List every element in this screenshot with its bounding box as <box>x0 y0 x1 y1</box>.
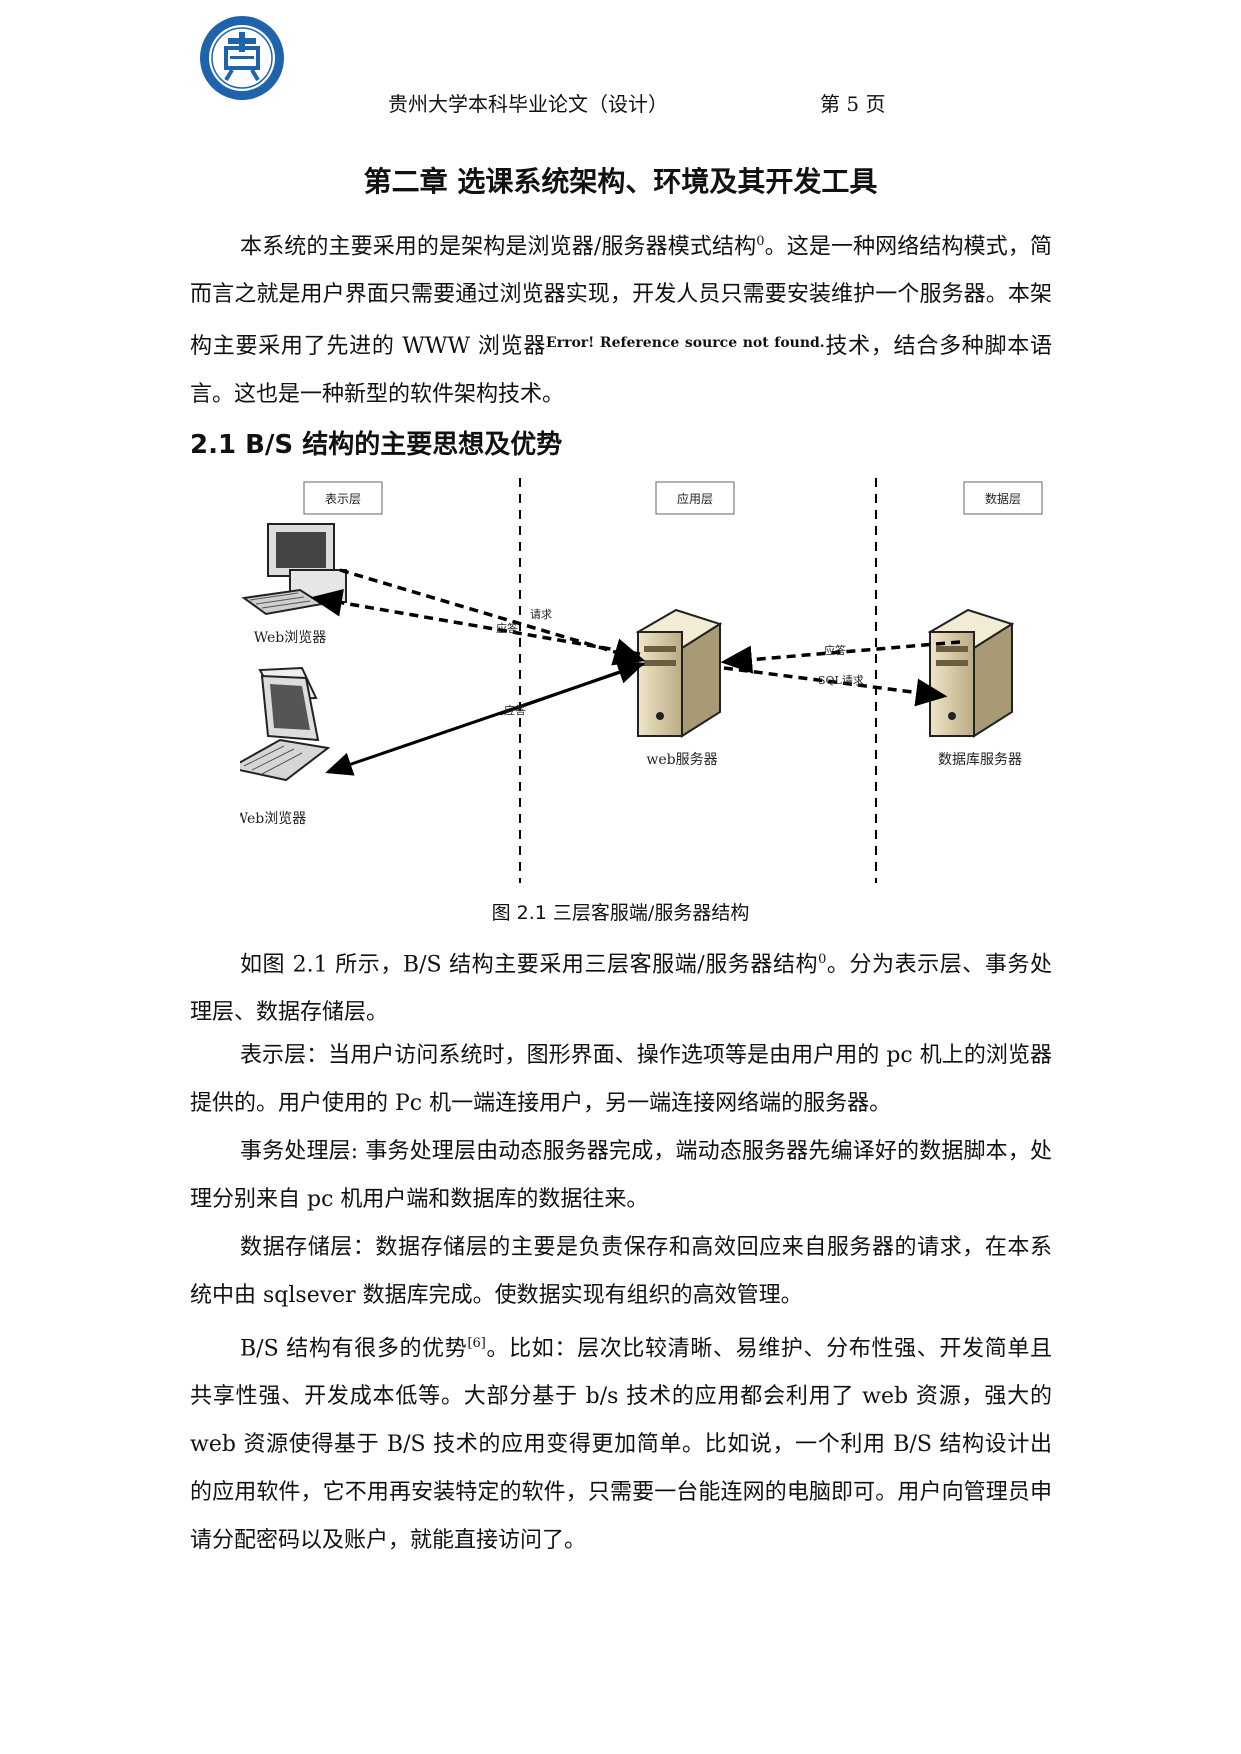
sql-request-arrow <box>723 666 948 707</box>
request-arrow <box>339 568 646 666</box>
section-title: 2.1 B/S 结构的主要思想及优势 <box>190 430 563 460</box>
p2-text-b: 。分为表示层、事务处理层、数据存储层。 <box>190 952 1052 1026</box>
intro-text-b: 。这是一种网络结构模式，简而言之就是用户界面只需要通过浏览器实现，开发人员只需要… <box>190 234 1052 360</box>
p2-ref: 0 <box>818 952 827 967</box>
response-label-1: 应答 <box>496 621 518 635</box>
university-seal-icon <box>200 16 284 100</box>
web-server-label: web服务器 <box>646 752 717 768</box>
p6-text-a: B/S 结构有很多的优势 <box>240 1336 468 1362</box>
paragraph-presentation-layer: 表示层：当用户访问系统时，图形界面、操作选项等是由用户用的 pc 机上的浏览器提… <box>190 1043 1052 1116</box>
layer-app-label: 应用层 <box>677 491 713 506</box>
intro-text-c: 技术，结合多种脚本语言。这也是一种新型的软件架构技术。 <box>190 334 1052 408</box>
reference-error: Error! Reference source not found. <box>546 335 825 352</box>
db-server-label: 数据库服务器 <box>938 752 1022 768</box>
intro-ref: 0 <box>756 234 765 249</box>
intro-text-a: 本系统的主要采用的是架构是浏览器/服务器模式结构 <box>240 234 757 260</box>
paragraph-data-layer: 数据存储层：数据存储层的主要是负责保存和高效回应来自服务器的请求，在本系统中由 … <box>190 1235 1052 1308</box>
database-server-icon <box>927 608 1015 738</box>
web-server-icon <box>635 608 723 738</box>
p6-text-b: 。比如：层次比较清晰、易维护、分布性强、开发简单且共享性强、开发成本低等。大部分… <box>190 1336 1052 1554</box>
layer-box-app <box>655 481 735 515</box>
response-arrow-1 <box>310 588 641 656</box>
p6-ref: [6] <box>467 1336 486 1351</box>
p2-text-a: 如图 2.1 所示，B/S 结构主要采用三层客服端/服务器结构 <box>240 952 819 978</box>
architecture-diagram: 表示层 应用层 数据层 Web浏览器 Web浏览器 web服务器 <box>240 478 1043 883</box>
response-label-2: 应答 <box>504 703 526 717</box>
layer-box-data <box>963 481 1043 515</box>
paragraph-advantages: B/S 结构有很多的优势[6]。比如：层次比较清晰、易维护、分布性强、开发简单且… <box>190 1320 1052 1565</box>
browser2-label: Web浏览器 <box>240 811 306 827</box>
chapter-title: 第二章 选课系统架构、环境及其开发工具 <box>363 165 878 198</box>
header-title: 贵州大学本科毕业论文（设计） <box>388 92 668 116</box>
response-arrow-2-head <box>499 660 645 716</box>
paragraph-business-layer: 事务处理层: 事务处理层由动态服务器完成，端动态服务器先编译好的数据脚本，处理分… <box>190 1139 1052 1212</box>
response-label-3: 应答 <box>824 643 846 657</box>
request-label: 请求 <box>530 608 552 621</box>
browser1-label: Web浏览器 <box>254 630 327 646</box>
layer-present-label: 表示层 <box>325 492 361 506</box>
db-response-arrow <box>720 640 961 674</box>
intro-paragraph: 本系统的主要采用的是架构是浏览器/服务器模式结构0。这是一种网络结构模式，简而言… <box>190 218 1052 419</box>
paragraph-figure-ref: 如图 2.1 所示，B/S 结构主要采用三层客服端/服务器结构0。分为表示层、事… <box>190 936 1052 1037</box>
figure-caption: 图 2.1 三层客服端/服务器结构 <box>491 902 750 924</box>
layer-data-label: 数据层 <box>985 491 1021 506</box>
laptop-icon <box>240 666 331 782</box>
running-header: 贵州大学本科毕业论文（设计） 第 5 页 <box>0 88 1241 118</box>
header-page-number: 第 5 页 <box>820 92 886 116</box>
sql-request-label: SQL请求 <box>818 674 864 687</box>
desktop-computer-icon <box>241 523 347 616</box>
layer-box-present <box>303 481 383 515</box>
